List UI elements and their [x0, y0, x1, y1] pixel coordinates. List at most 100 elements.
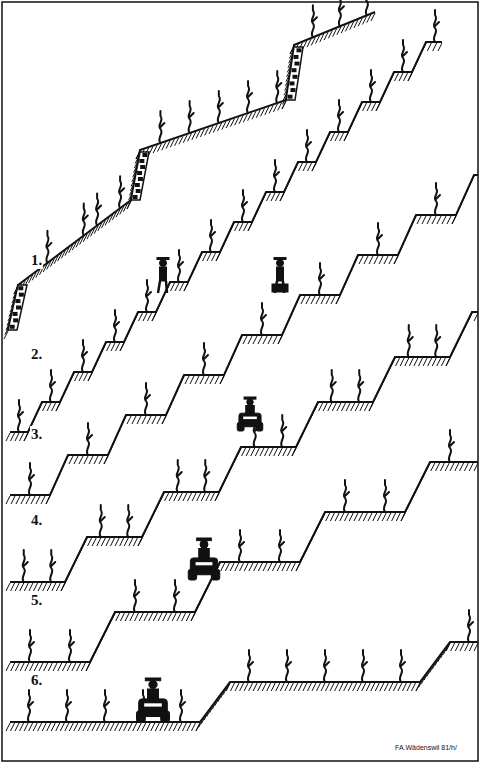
vine	[28, 690, 33, 722]
vine	[210, 220, 215, 252]
vine	[449, 430, 454, 462]
wall-stone	[10, 325, 15, 329]
vine	[177, 460, 182, 492]
hatch-stroke	[53, 663, 57, 671]
wheel	[237, 423, 244, 432]
hatch-stroke	[34, 663, 38, 671]
vine	[344, 480, 349, 512]
hatch-stroke	[321, 683, 325, 691]
vine	[23, 550, 28, 582]
hatch-stroke	[271, 193, 275, 201]
hatch-stroke	[258, 683, 262, 691]
hatch-stroke	[92, 723, 96, 731]
hatch-stroke	[146, 723, 150, 731]
hatch-stroke	[263, 563, 267, 571]
hatch-stroke	[230, 563, 234, 571]
hatch-stroke	[339, 683, 343, 691]
wall-stone	[16, 306, 21, 310]
hatch-stroke	[312, 683, 316, 691]
wall-stone	[139, 159, 144, 163]
hatch-stroke	[369, 256, 373, 264]
wall-stone	[137, 171, 142, 175]
hatch-stroke	[359, 513, 363, 521]
vine	[362, 650, 367, 682]
hatch-stroke	[326, 296, 330, 304]
hatch-stroke	[190, 376, 194, 384]
vine	[358, 370, 363, 402]
hatch-stroke	[440, 463, 444, 471]
wall-stone	[293, 75, 298, 79]
hatch-stroke	[299, 163, 303, 171]
vine	[145, 383, 150, 415]
hatch-stroke	[398, 683, 402, 691]
hatch-stroke	[200, 376, 204, 384]
vine	[331, 370, 336, 402]
hatch-stroke	[330, 513, 334, 521]
hatch-stroke	[235, 683, 239, 691]
terrace-profile	[10, 42, 442, 432]
hatch-stroke	[316, 296, 320, 304]
wall-outline	[8, 285, 27, 330]
hatch-stroke	[51, 723, 55, 731]
vine	[29, 630, 34, 662]
hatch-stroke	[348, 683, 352, 691]
hatch-stroke	[372, 103, 376, 111]
wall-stone	[291, 88, 296, 92]
hatch-stroke	[171, 283, 175, 291]
hatch-stroke	[205, 376, 209, 384]
driver-hat	[145, 678, 160, 681]
wall-stone	[295, 62, 300, 66]
hatch-stroke	[142, 416, 146, 424]
hatch-stroke	[201, 493, 205, 501]
hatch-stroke	[366, 683, 370, 691]
hatch-stroke	[120, 613, 124, 621]
hatch-stroke	[349, 513, 353, 521]
hatch-stroke	[332, 403, 336, 411]
hatch-stroke	[135, 613, 139, 621]
driver-head	[200, 540, 208, 548]
hatch-stroke	[94, 456, 98, 464]
hatch-stroke	[72, 663, 76, 671]
worker-figure	[157, 258, 169, 294]
hatch-stroke	[423, 358, 427, 366]
vine	[218, 91, 223, 123]
hatch-stroke	[77, 663, 81, 671]
hatch-stroke	[29, 583, 33, 591]
hatch-stroke	[20, 433, 24, 441]
vine	[96, 194, 101, 226]
hatch-stroke	[278, 448, 282, 456]
vine	[188, 101, 193, 133]
hatch-stroke	[254, 563, 258, 571]
hatch-stroke	[6, 583, 10, 591]
hatch-stroke	[363, 513, 367, 521]
hatch-stroke	[144, 613, 148, 621]
vine	[114, 310, 119, 342]
hatch-stroke	[215, 376, 219, 384]
hatch-stroke	[287, 448, 291, 456]
tractor-figure	[137, 678, 170, 722]
wall-stone	[142, 153, 147, 157]
hatch-stroke	[158, 613, 162, 621]
hatch-stroke	[268, 563, 272, 571]
hatch-stroke	[389, 683, 393, 691]
hatch-stroke	[21, 496, 25, 504]
hatch-stroke	[43, 403, 47, 411]
hatch-stroke	[30, 663, 34, 671]
grille	[243, 417, 257, 420]
hatch-stroke	[474, 643, 478, 651]
hat	[157, 258, 169, 260]
hatch-stroke	[469, 463, 473, 471]
wheel	[161, 711, 170, 722]
hatch-stroke	[25, 663, 29, 671]
hatch-stroke	[79, 456, 83, 464]
hatch-stroke	[225, 563, 229, 571]
hatch-stroke	[419, 358, 423, 366]
hatch-stroke	[243, 336, 247, 344]
hatch-stroke	[272, 563, 276, 571]
hatch-stroke	[380, 683, 384, 691]
wall-stone	[13, 318, 18, 322]
hatch-stroke	[326, 683, 330, 691]
wall-stone	[140, 165, 145, 169]
hatch-stroke	[303, 163, 307, 171]
